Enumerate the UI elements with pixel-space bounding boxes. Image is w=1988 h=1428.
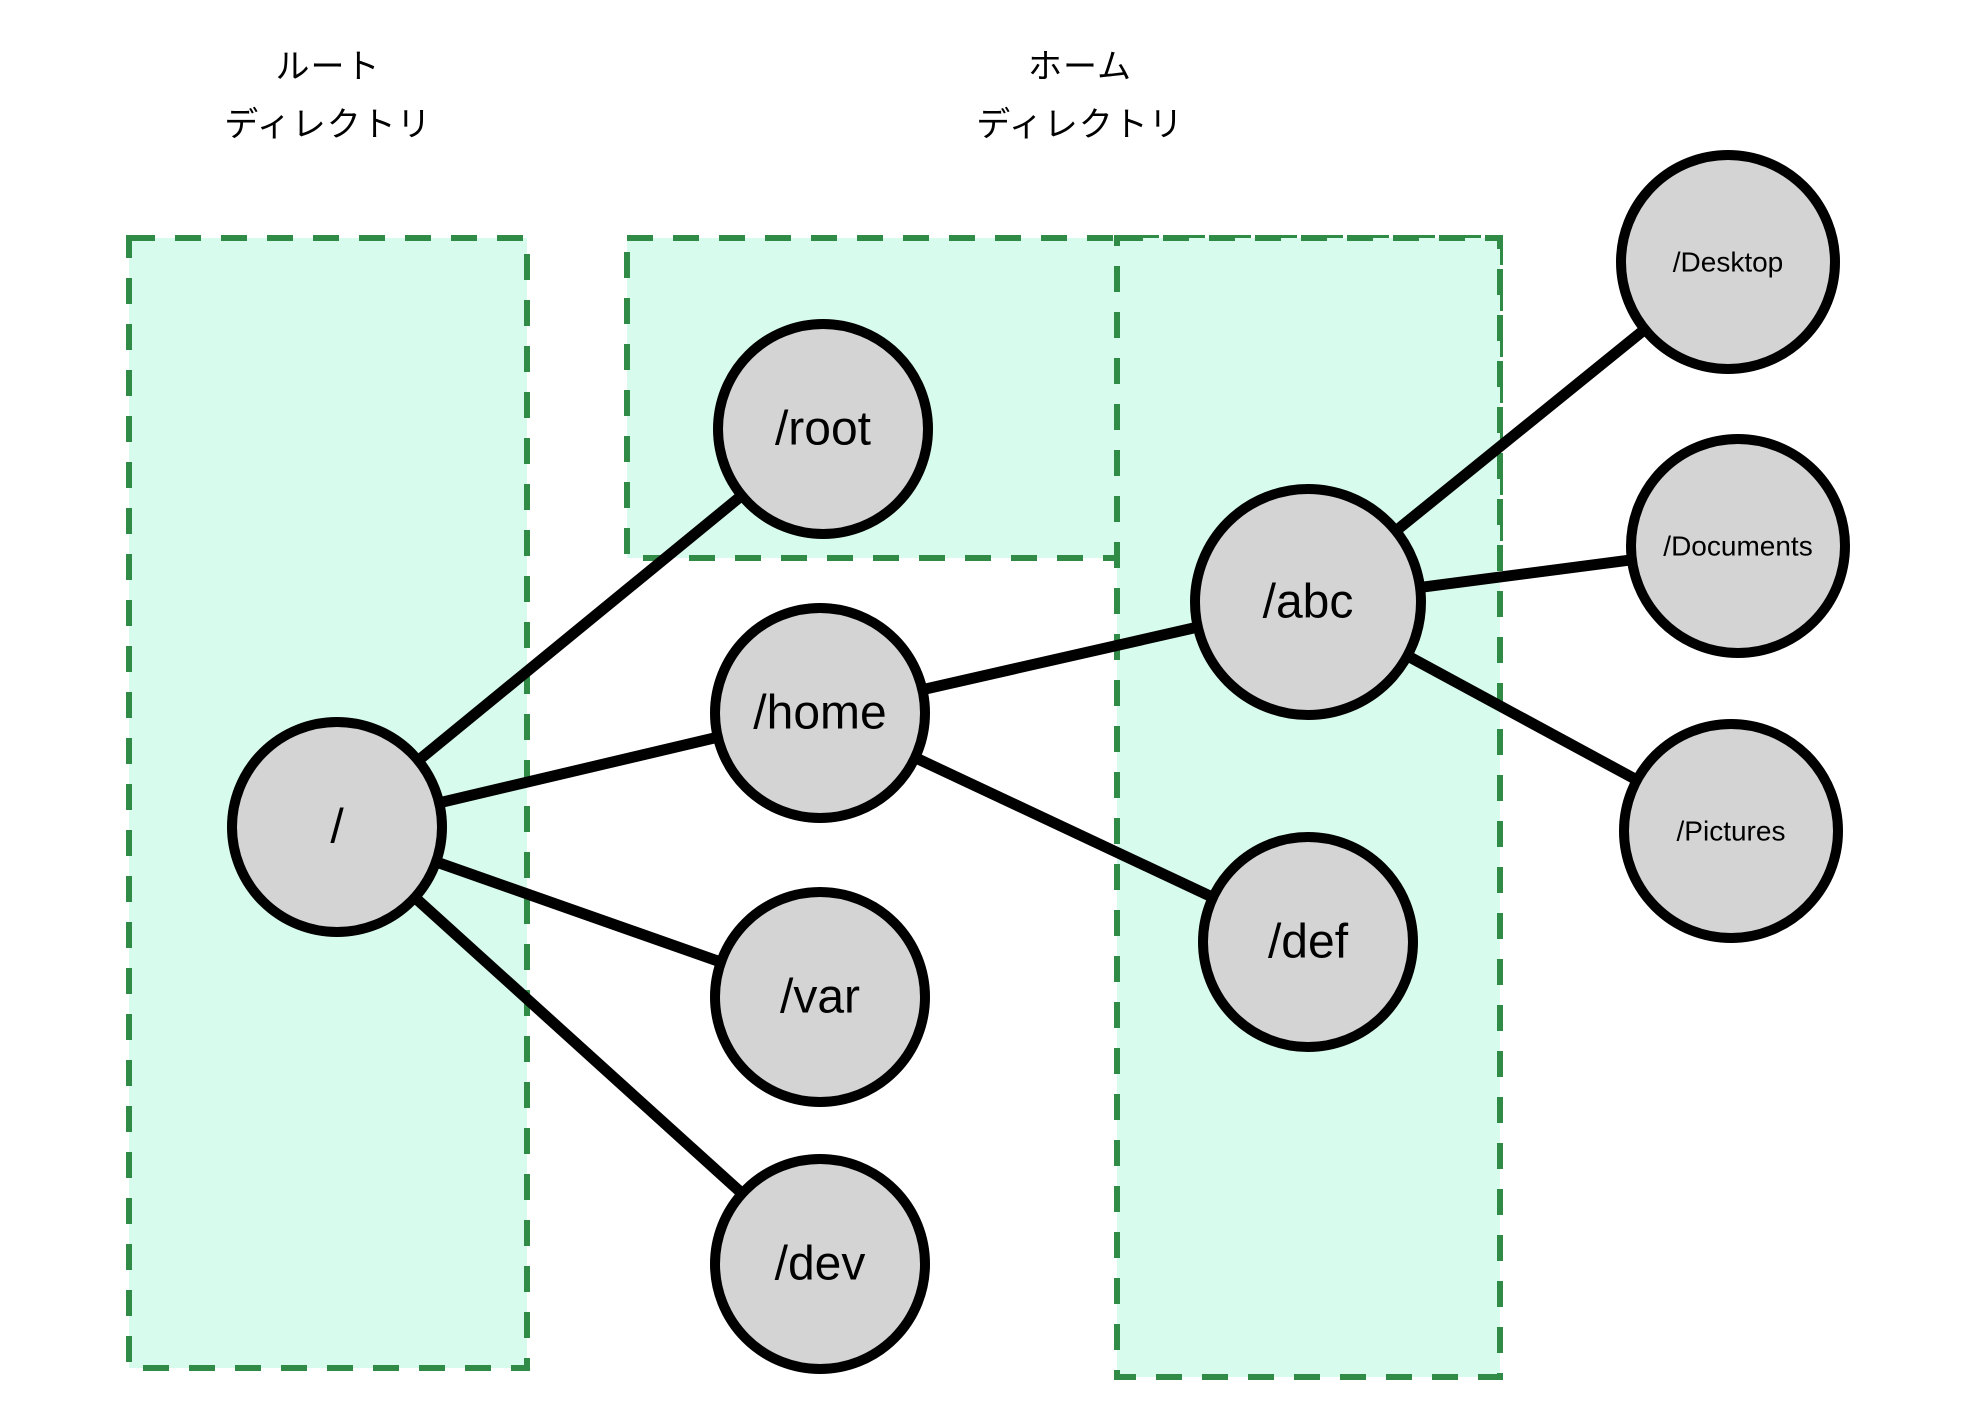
node-circle-documents (1626, 434, 1850, 658)
edge-slash-to-home (438, 731, 719, 809)
node-abc[interactable]: /abc (1190, 484, 1426, 720)
node-layer: / /root/home/var/dev/abc/def/Desktop/Docu… (227, 150, 1850, 1374)
edge-slash-to-dev (411, 894, 746, 1197)
node-var[interactable]: /var (710, 887, 930, 1107)
node-label-slash: / (330, 801, 344, 854)
node-home[interactable]: /home (710, 603, 930, 823)
node-circle-abc (1190, 484, 1426, 720)
node-desktop[interactable]: /Desktop (1616, 150, 1840, 374)
node-circle-pictures (1619, 719, 1843, 943)
edge-abc-to-documents (1420, 554, 1632, 593)
node-circle-dev (710, 1154, 930, 1374)
edge-slash-to-var (435, 857, 722, 967)
edge-home-to-def (913, 753, 1215, 902)
edge-abc-to-desktop (1393, 325, 1648, 535)
node-label-abc: /abc (1263, 576, 1354, 629)
node-circle-home (710, 603, 930, 823)
node-label-root: /root (775, 403, 871, 456)
node-label-documents: /Documents (1663, 531, 1812, 562)
node-label-pictures: /Pictures (1677, 816, 1786, 847)
node-label-var: /var (780, 971, 860, 1024)
node-circle-var (710, 887, 930, 1107)
edge-abc-to-pictures (1405, 651, 1639, 785)
node-dev[interactable]: /dev (710, 1154, 930, 1374)
node-label-dev: /dev (775, 1238, 866, 1291)
node-label-desktop: /Desktop (1673, 247, 1784, 278)
node-label-def: /def (1268, 916, 1349, 969)
group-label-home-directory: ホーム ディレクトリ (976, 48, 1184, 145)
edge-layer (411, 325, 1648, 1197)
node-documents[interactable]: /Documents (1626, 434, 1850, 658)
node-root[interactable]: /root (713, 319, 933, 539)
node-def[interactable]: /def (1198, 832, 1418, 1052)
node-circle-slash (227, 717, 447, 937)
group-label-root-directory: ルート ディレクトリ (224, 48, 432, 145)
edge-home-to-abc (922, 621, 1199, 695)
node-slash[interactable]: / (227, 717, 447, 937)
region-home-directory-region-part-1 (1114, 235, 1503, 1380)
node-circle-root (713, 319, 933, 539)
edge-slash-to-root (415, 491, 745, 765)
node-pictures[interactable]: /Pictures (1619, 719, 1843, 943)
node-label-home: /home (753, 687, 886, 740)
node-circle-desktop (1616, 150, 1840, 374)
node-circle-def (1198, 832, 1418, 1052)
